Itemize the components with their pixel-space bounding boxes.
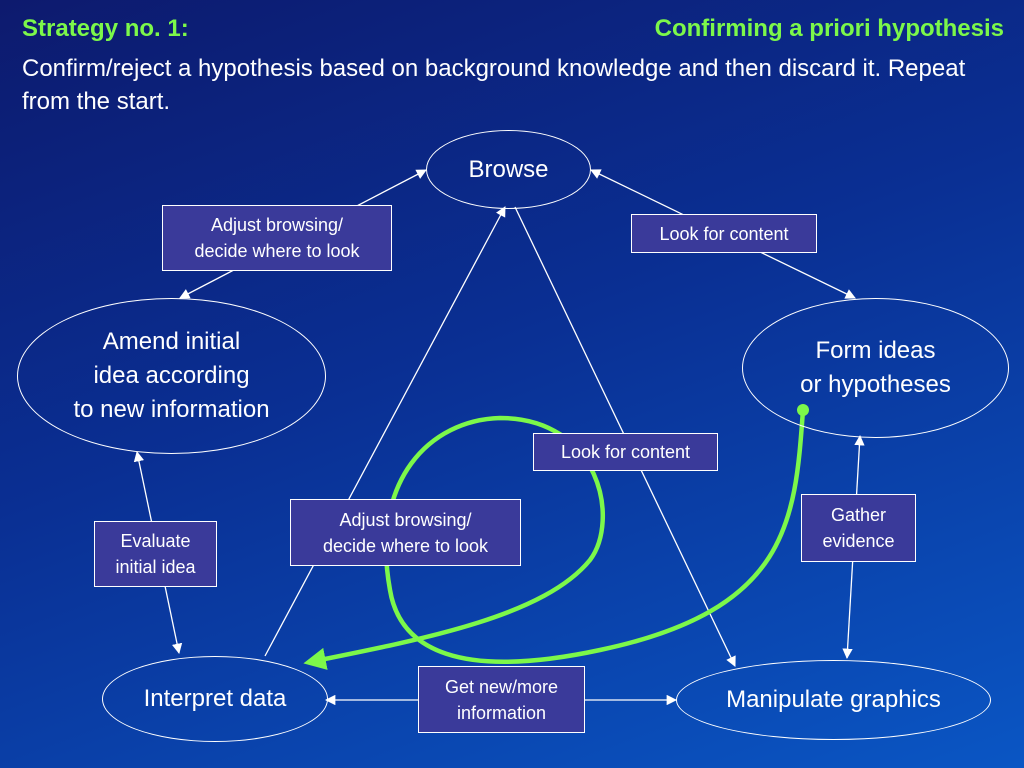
strategy-description: Confirm/reject a hypothesis based on bac…: [22, 55, 966, 115]
label-get-new-information: Get new/more information: [418, 666, 585, 733]
highlight-path: [303, 409, 806, 670]
node-manipulate-graphics: Manipulate graphics: [676, 660, 991, 740]
node-interpret-data: Interpret data: [102, 656, 328, 742]
label-gather-evidence-text: Gather evidence: [822, 505, 895, 551]
edge-interpret-browse: [264, 206, 506, 657]
label-look-for-content-mid: Look for content: [533, 433, 718, 471]
label-adjust-browsing-top: Adjust browsing/ decide where to look: [162, 205, 392, 271]
label-gather-evidence: Gather evidence: [801, 494, 916, 562]
strategy-subtitle: Confirming a priori hypothesis: [654, 15, 1004, 42]
label-evaluate-initial-idea: Evaluate initial idea: [94, 521, 217, 587]
node-browse-label: Browse: [468, 155, 549, 183]
label-look-for-content-top: Look for content: [631, 214, 817, 253]
node-form-ideas-label: Form ideas or hypotheses: [800, 337, 951, 398]
label-adjust-browsing-top-text: Adjust browsing/ decide where to look: [194, 215, 360, 261]
label-look-for-content-mid-text: Look for content: [560, 442, 691, 462]
label-adjust-browsing-mid: Adjust browsing/ decide where to look: [290, 499, 521, 566]
node-manipulate-graphics-label: Manipulate graphics: [726, 686, 941, 713]
strategy-heading: Strategy no. 1:: [22, 15, 189, 42]
label-get-new-information-text: Get new/more information: [444, 676, 559, 723]
label-adjust-browsing-mid-text: Adjust browsing/ decide where to look: [322, 509, 489, 556]
label-evaluate-initial-idea-text: Evaluate initial idea: [115, 531, 196, 577]
label-look-for-content-top-text: Look for content: [659, 223, 789, 244]
node-browse: Browse: [426, 130, 591, 209]
node-form-ideas: Form ideas or hypotheses: [742, 298, 1009, 438]
node-interpret-data-label: Interpret data: [143, 685, 287, 712]
node-amend-idea-label: Amend initial idea according to new info…: [73, 328, 270, 423]
node-amend-idea: Amend initial idea according to new info…: [17, 298, 326, 454]
